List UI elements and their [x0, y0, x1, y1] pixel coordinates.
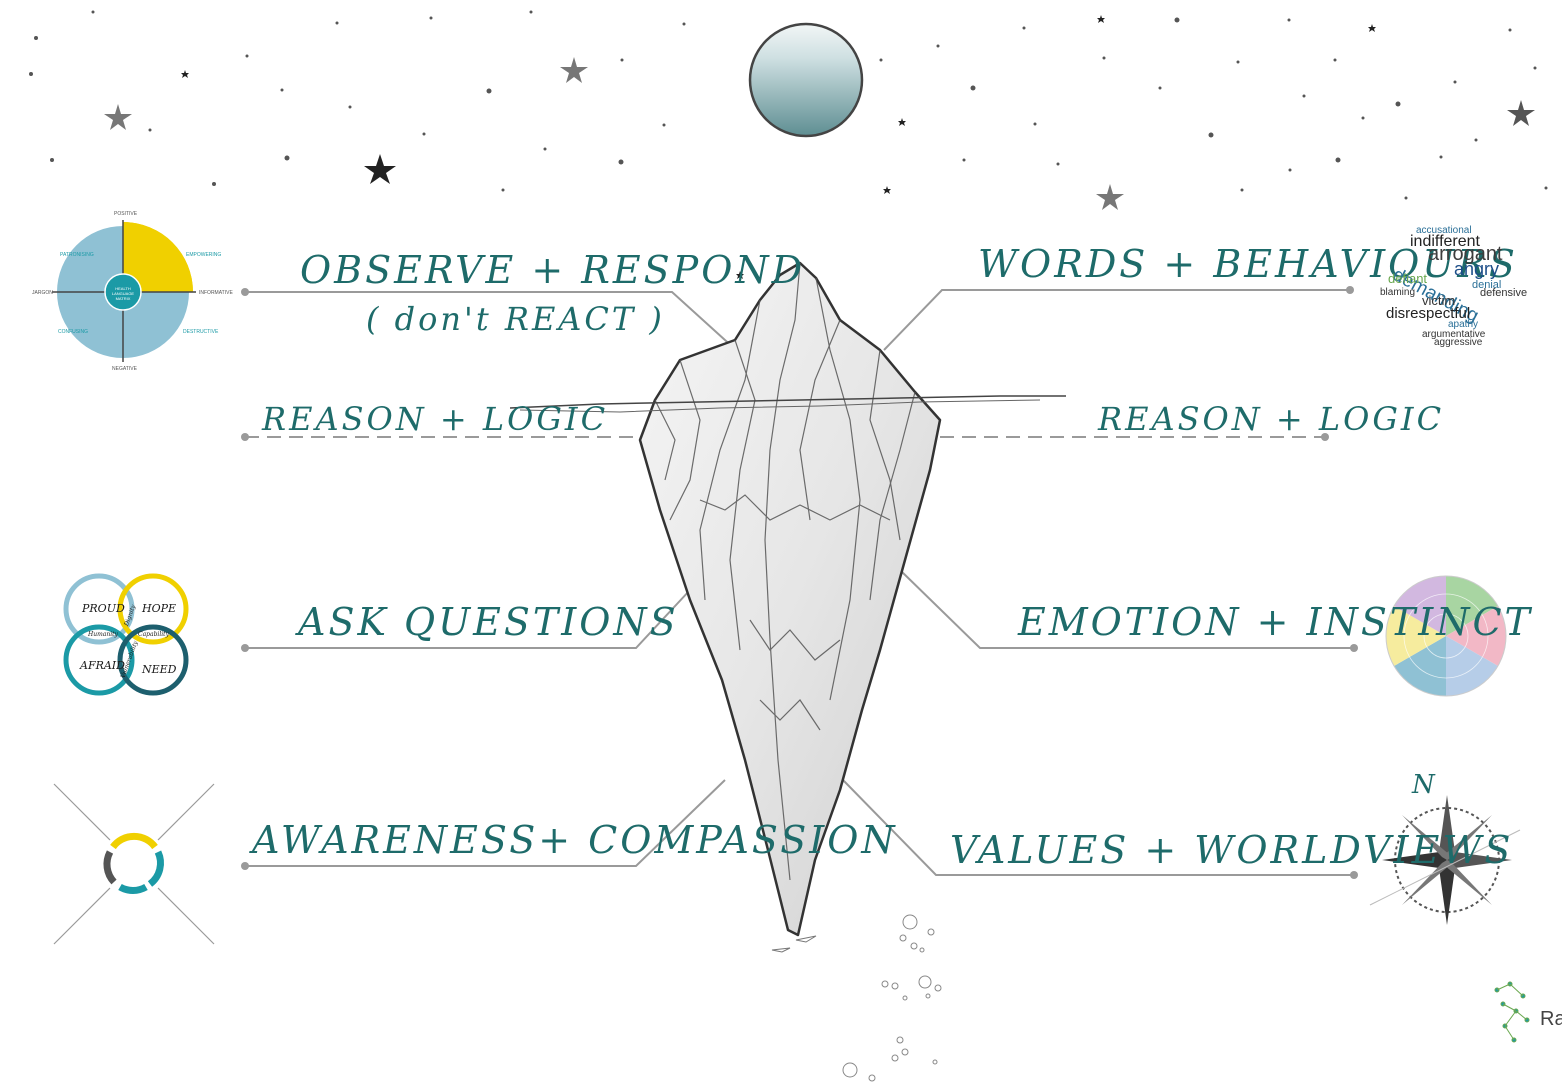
- brand-logo-icon: [1495, 982, 1529, 1042]
- venn-humanity-label: Humanity: [88, 631, 118, 638]
- venn-hope-label: HOPE: [142, 602, 176, 615]
- word-cloud: accusational indifferent arrogant demand…: [1376, 222, 1531, 346]
- word-cloud-item: angry: [1454, 260, 1499, 278]
- star-icon: [1507, 100, 1535, 126]
- star-icon: [104, 104, 132, 130]
- ask-questions-label: ASK QUESTIONS: [298, 600, 679, 644]
- awareness-compassion-label: AWARENESS+ COMPASSION: [252, 818, 898, 862]
- matrix-patronising-label: PATRONISING: [60, 252, 94, 258]
- awareness-cycle-icon: [54, 784, 214, 944]
- reason-logic-right-label: REASON + LOGIC: [1098, 400, 1444, 438]
- brand-text: Ra: [1540, 1008, 1562, 1031]
- star-icon: [1097, 15, 1105, 23]
- star-icon: [364, 154, 396, 184]
- reason-logic-left-label: REASON + LOGIC: [262, 400, 608, 438]
- matrix-center-label: HEALTH LANGUAGE MATRIX: [108, 286, 138, 301]
- matrix-empowering-label: EMPOWERING: [186, 252, 221, 258]
- values-worldviews-label: VALUES + WORLDVIEWS: [950, 828, 1513, 872]
- star-icon: [1096, 184, 1124, 210]
- word-cloud-item: aggressive: [1434, 338, 1482, 348]
- compass-north-label: N: [1412, 770, 1435, 800]
- star-icon: [1368, 24, 1376, 32]
- star-icon: [898, 118, 906, 126]
- observe-respond-label: OBSERVE + RESPOND: [300, 248, 805, 292]
- matrix-positive-label: POSITIVE: [114, 211, 137, 217]
- dont-react-label: ( don't REACT ): [366, 300, 665, 338]
- matrix-destructive-label: DESTRUCTIVE: [183, 329, 218, 335]
- venn-proud-label: PROUD: [82, 602, 125, 615]
- star-icon: [883, 186, 891, 194]
- matrix-confusing-label: CONFUSING: [58, 329, 88, 335]
- word-cloud-item: defensive: [1480, 288, 1527, 299]
- matrix-informative-label: INFORMATIVE: [199, 290, 233, 296]
- word-cloud-item: blaming: [1380, 288, 1415, 298]
- venn-afraid-label: AFRAID: [80, 659, 125, 672]
- moon-icon: [750, 24, 862, 136]
- venn-need-label: NEED: [142, 663, 177, 676]
- word-cloud-item: defiant: [1388, 272, 1427, 285]
- matrix-negative-label: NEGATIVE: [112, 366, 137, 372]
- star-icon: [181, 70, 189, 78]
- emotion-instinct-label: EMOTION + INSTINCT: [1018, 600, 1533, 644]
- matrix-jargon-label: JARGON: [32, 290, 53, 296]
- star-icon: [560, 57, 588, 83]
- bubbles: [843, 915, 941, 1081]
- venn-capability-label: Capability: [138, 631, 169, 638]
